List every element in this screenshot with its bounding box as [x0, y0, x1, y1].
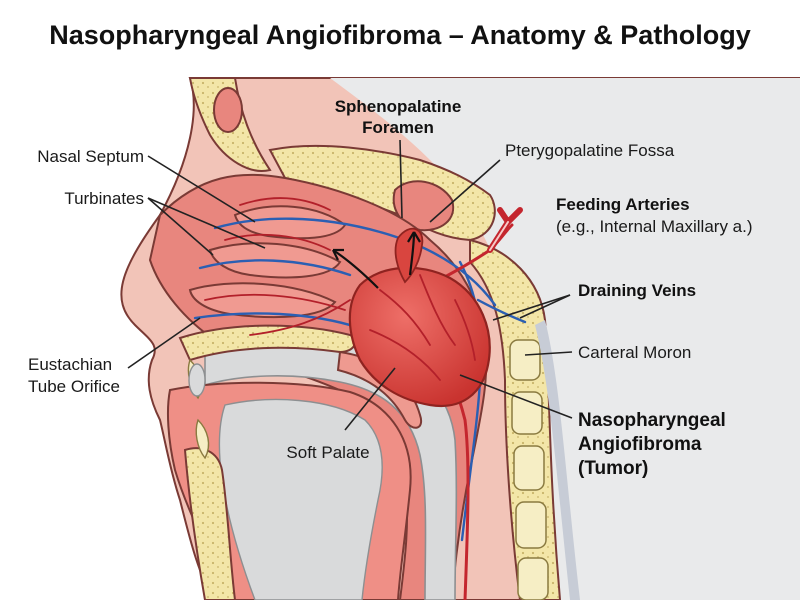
label-tumor-line1: Nasopharyngeal — [578, 410, 726, 431]
label-turbinates: Turbinates — [64, 189, 144, 208]
tongue-airway — [218, 398, 383, 600]
label-feeding-arteries-note: (e.g., Internal Maxillary a.) — [556, 217, 753, 236]
prevertebral-stripe — [535, 320, 580, 600]
label-draining-veins: Draining Veins — [578, 281, 696, 300]
label-soft-palate: Soft Palate — [286, 443, 369, 462]
leader-lines — [127, 139, 573, 431]
vertebrae — [509, 339, 549, 600]
sphenoid-sinus — [392, 180, 455, 232]
label-pterygopalatine-fossa: Pterygopalatine Fossa — [505, 141, 675, 160]
label-tumor-line3: (Tumor) — [578, 458, 648, 479]
tumor-mass — [348, 266, 491, 408]
label-eustachian-line2: Tube Orifice — [28, 377, 120, 396]
feeding-artery-icon — [487, 207, 523, 253]
eustachian-orifice — [188, 363, 206, 397]
turbinate-superior — [233, 205, 347, 240]
label-sphenopalatine-line1: Sphenopalatine — [335, 97, 462, 116]
label-carteral-moron: Carteral Moron — [578, 343, 691, 362]
label-eustachian-line1: Eustachian — [28, 355, 112, 374]
mandible — [183, 447, 237, 600]
lower-teeth — [195, 418, 210, 460]
tumor-extension — [394, 227, 424, 284]
label-nasal-septum: Nasal Septum — [37, 147, 144, 166]
label-feeding-arteries: Feeding Arteries — [556, 195, 690, 214]
tumor-vessels — [369, 274, 476, 381]
growth-arrows — [332, 231, 421, 289]
label-sphenopalatine-line2: Foramen — [362, 118, 434, 137]
diagram-title: Nasopharyngeal Angiofibroma – Anatomy & … — [49, 20, 751, 50]
cranium-background — [330, 78, 800, 600]
turbinate-inferior — [188, 282, 337, 319]
label-tumor-line2: Angiofibroma — [578, 434, 702, 455]
frontal-sinus — [213, 87, 243, 133]
